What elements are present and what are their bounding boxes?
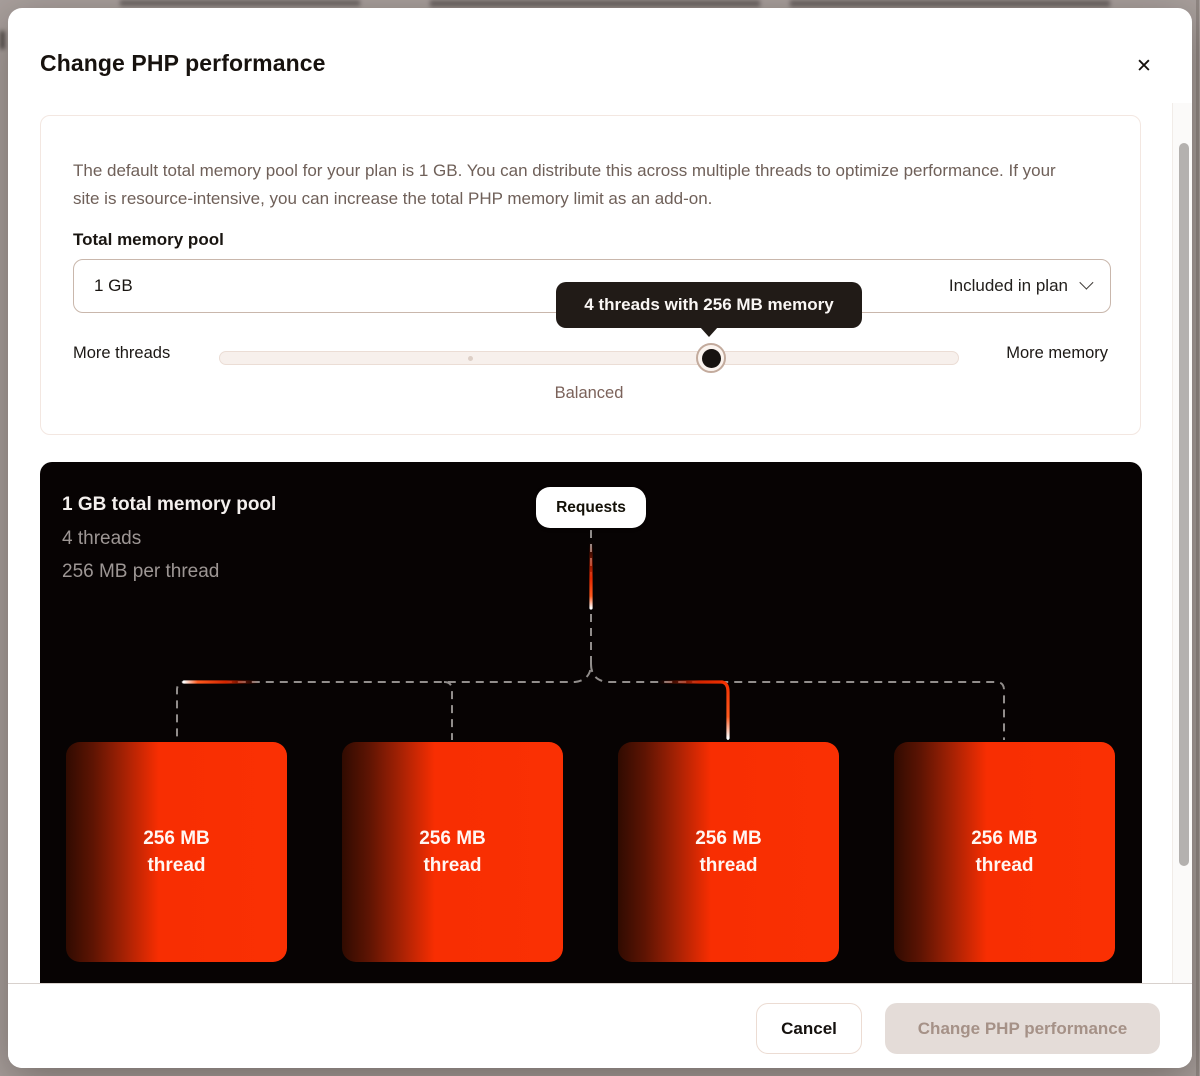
slider-handle[interactable] (696, 343, 726, 373)
slider-right-label: More memory (1006, 344, 1108, 362)
viz-heading: 1 GB total memory pool (62, 494, 277, 515)
request-flow-diagram (176, 530, 1005, 740)
dialog-title: Change PHP performance (40, 50, 326, 76)
memory-pool-section: The default total memory pool for your p… (40, 115, 1141, 435)
scrollbar-thumb[interactable] (1179, 143, 1189, 866)
memory-pool-description: The default total memory pool for your p… (73, 161, 1056, 208)
chevron-down-icon (1079, 275, 1094, 290)
plan-note: Included in plan (948, 275, 1094, 296)
memory-pool-value: 1 GB (94, 276, 133, 295)
requests-badge: Requests (536, 487, 646, 528)
thread-box-label: 256 MB thread (971, 828, 1038, 876)
dialog-scroll-area[interactable]: The default total memory pool for your p… (8, 103, 1192, 983)
background-page (0, 31, 5, 49)
dialog-footer: Cancel Change PHP performance (8, 983, 1192, 1068)
cancel-button[interactable]: Cancel (756, 1003, 862, 1054)
background-page (120, 0, 360, 6)
slider-balanced-label: Balanced (554, 384, 624, 402)
change-php-performance-dialog: Change PHP performance ✕ The default tot… (8, 8, 1192, 1068)
viz-memory-per-thread: 256 MB per thread (62, 561, 220, 582)
total-memory-pool-label: Total memory pool (73, 230, 224, 249)
thread-box-label: 256 MB thread (419, 828, 486, 876)
thread-box-label: 256 MB thread (695, 828, 762, 876)
plan-note-label: Included in plan (948, 276, 1068, 295)
change-php-performance-button[interactable]: Change PHP performance (885, 1003, 1160, 1054)
viz-threads-count: 4 threads (62, 528, 142, 549)
thread-box-4: 256 MB thread (894, 742, 1115, 962)
close-icon[interactable]: ✕ (1130, 52, 1158, 80)
thread-box-1: 256 MB thread (66, 742, 287, 962)
slider-left-label: More threads (73, 344, 171, 362)
slider-default-marker (468, 356, 473, 361)
background-page (1196, 0, 1199, 1076)
background-page (790, 0, 1110, 7)
thread-box-2: 256 MB thread (342, 742, 563, 962)
thread-box-3: 256 MB thread (618, 742, 839, 962)
background-page (430, 0, 760, 7)
php-threads-visualization: 1 GB total memory pool 4 threads 256 MB … (40, 462, 1142, 983)
slider-tooltip: 4 threads with 256 MB memory (556, 282, 862, 328)
slider-handle-core (701, 348, 721, 368)
memory-threads-slider[interactable] (219, 343, 959, 373)
thread-box-label: 256 MB thread (143, 828, 210, 876)
